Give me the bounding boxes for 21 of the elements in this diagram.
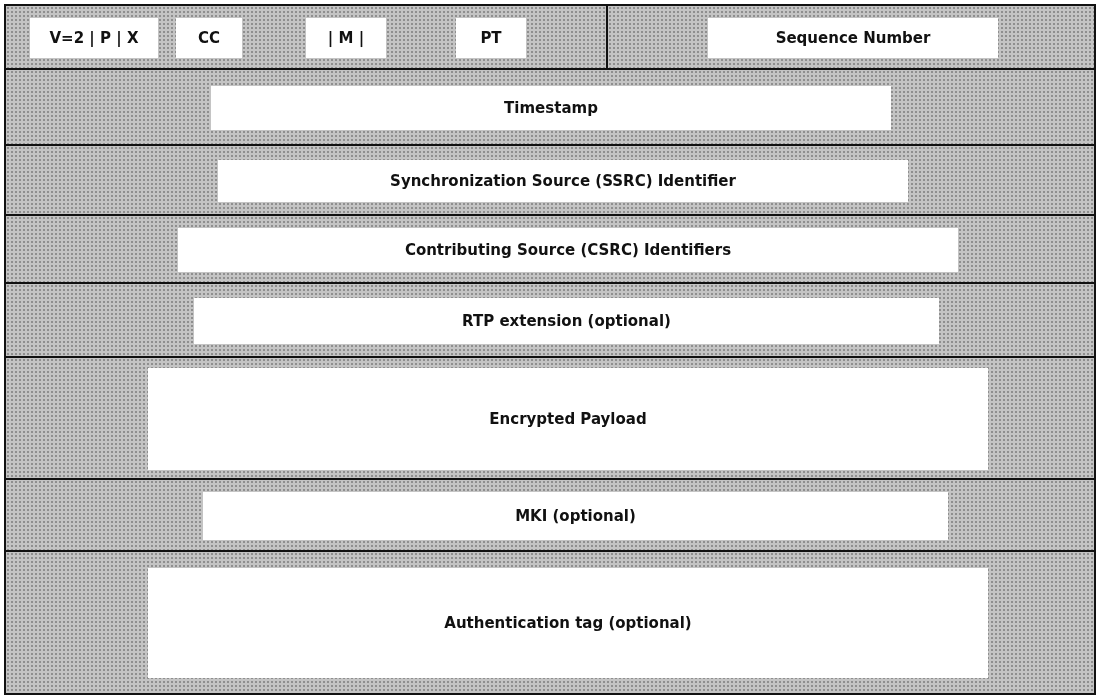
packet-field (4, 214, 1096, 284)
packet-field (4, 356, 1096, 480)
field-label: CC (176, 18, 242, 58)
field-label: Synchronization Source (SSRC) Identifier (218, 160, 908, 202)
field-label: Sequence Number (708, 18, 998, 58)
packet-field (4, 550, 1096, 695)
packet-field (606, 4, 1096, 70)
field-label: Timestamp (211, 86, 891, 130)
field-label: RTP extension (optional) (194, 298, 939, 344)
packet-field (4, 68, 1096, 146)
field-label: MKI (optional) (203, 492, 948, 540)
field-label: PT (456, 18, 526, 58)
packet-field (4, 144, 1096, 216)
packet-field (4, 282, 1096, 358)
field-label: Contributing Source (CSRC) Identifiers (178, 228, 958, 272)
field-label: | M | (306, 18, 386, 58)
field-label: Encrypted Payload (148, 368, 988, 470)
packet-field (4, 4, 608, 70)
field-label: V=2 | P | X (30, 18, 158, 58)
field-label: Authentication tag (optional) (148, 568, 988, 678)
packet-field (4, 478, 1096, 552)
